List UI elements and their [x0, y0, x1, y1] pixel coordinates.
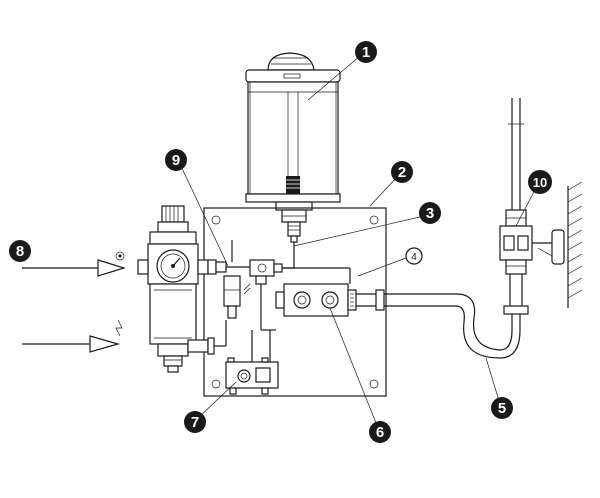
callout-5: 5 — [491, 397, 513, 419]
callout-9-label: 9 — [172, 152, 180, 169]
outlet-pipe — [356, 289, 521, 359]
callout-5-label: 5 — [498, 400, 506, 417]
callout-9: 9 — [165, 149, 187, 171]
mounting-plate — [203, 207, 387, 397]
callout-7-label: 7 — [191, 414, 199, 431]
leader-lines — [179, 55, 539, 429]
callout-1-label: 1 — [362, 44, 370, 61]
air-inlet-upper — [22, 251, 127, 277]
pressure-switch — [225, 330, 279, 395]
callout-7: 7 — [184, 411, 206, 433]
callout-10-label: 10 — [533, 175, 547, 190]
callout-8-label: 8 — [16, 243, 24, 260]
callout-8: 8 — [9, 240, 31, 262]
solenoid-valve — [223, 240, 251, 319]
oil-reservoir — [245, 52, 341, 243]
callout-6: 6 — [369, 421, 391, 443]
callout-3-label: 3 — [426, 205, 434, 222]
callout-1: 1 — [355, 41, 377, 63]
callout-10: 10 — [528, 170, 552, 194]
metering-block — [275, 267, 357, 317]
callout-2: 2 — [391, 161, 413, 183]
regulator-outlet-fitting — [187, 259, 250, 355]
callout-6-label: 6 — [376, 424, 384, 441]
callout-3: 3 — [419, 202, 441, 224]
callout-4-label: 4 — [411, 252, 417, 263]
wall-hatching — [567, 181, 583, 308]
spray-nozzle-assembly — [499, 98, 565, 315]
filter-regulator — [137, 205, 209, 373]
callout-4: 4 — [405, 247, 423, 265]
callout-2-label: 2 — [398, 164, 406, 181]
air-inlet-lower — [22, 319, 123, 353]
